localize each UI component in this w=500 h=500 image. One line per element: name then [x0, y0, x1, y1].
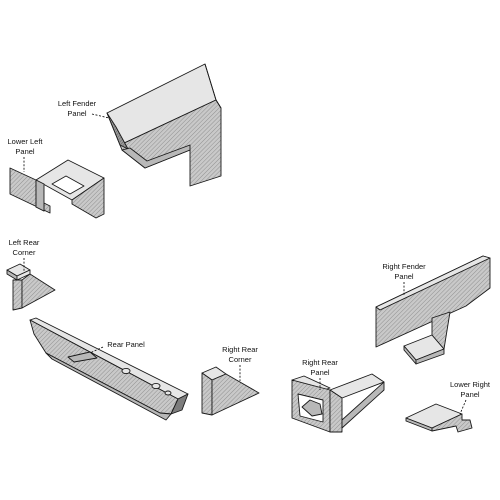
right-fender-panel-part — [375, 255, 491, 365]
svg-text:Panel: Panel — [460, 390, 480, 399]
svg-text:Left Rear: Left Rear — [9, 238, 40, 247]
svg-text:Right Rear: Right Rear — [222, 345, 258, 354]
label-lower-right-panel: Lower Right Panel — [450, 380, 491, 415]
left-rear-corner-part — [6, 263, 56, 311]
label-lower-left-panel: Lower Left Panel — [7, 137, 43, 172]
lower-right-panel-part — [405, 403, 473, 433]
label-rear-panel: Rear Panel — [89, 340, 145, 354]
lower-left-panel-part — [9, 159, 105, 219]
rear-panel-part — [29, 317, 189, 421]
label-right-fender-panel: Right Fender Panel — [382, 262, 426, 296]
svg-text:Corner: Corner — [229, 355, 252, 364]
svg-text:Corner: Corner — [13, 248, 36, 257]
svg-text:Panel: Panel — [67, 109, 87, 118]
label-left-fender-panel: Left Fender Panel — [58, 99, 110, 119]
svg-text:Left Fender: Left Fender — [58, 99, 97, 108]
svg-text:Lower Left: Lower Left — [7, 137, 43, 146]
label-right-rear-corner: Right Rear Corner — [222, 345, 258, 381]
svg-text:Right Fender: Right Fender — [382, 262, 426, 271]
label-left-rear-corner: Left Rear Corner — [9, 238, 40, 272]
svg-text:Lower Right: Lower Right — [450, 380, 491, 389]
svg-text:Rear Panel: Rear Panel — [107, 340, 145, 349]
svg-text:Panel: Panel — [394, 272, 414, 281]
label-right-rear-panel: Right Rear Panel — [302, 358, 338, 390]
svg-text:Right Rear: Right Rear — [302, 358, 338, 367]
svg-text:Panel: Panel — [15, 147, 35, 156]
svg-text:Panel: Panel — [310, 368, 330, 377]
right-rear-panel-part — [291, 373, 385, 433]
left-fender-panel-part — [106, 63, 222, 187]
right-rear-corner-part — [201, 366, 260, 416]
